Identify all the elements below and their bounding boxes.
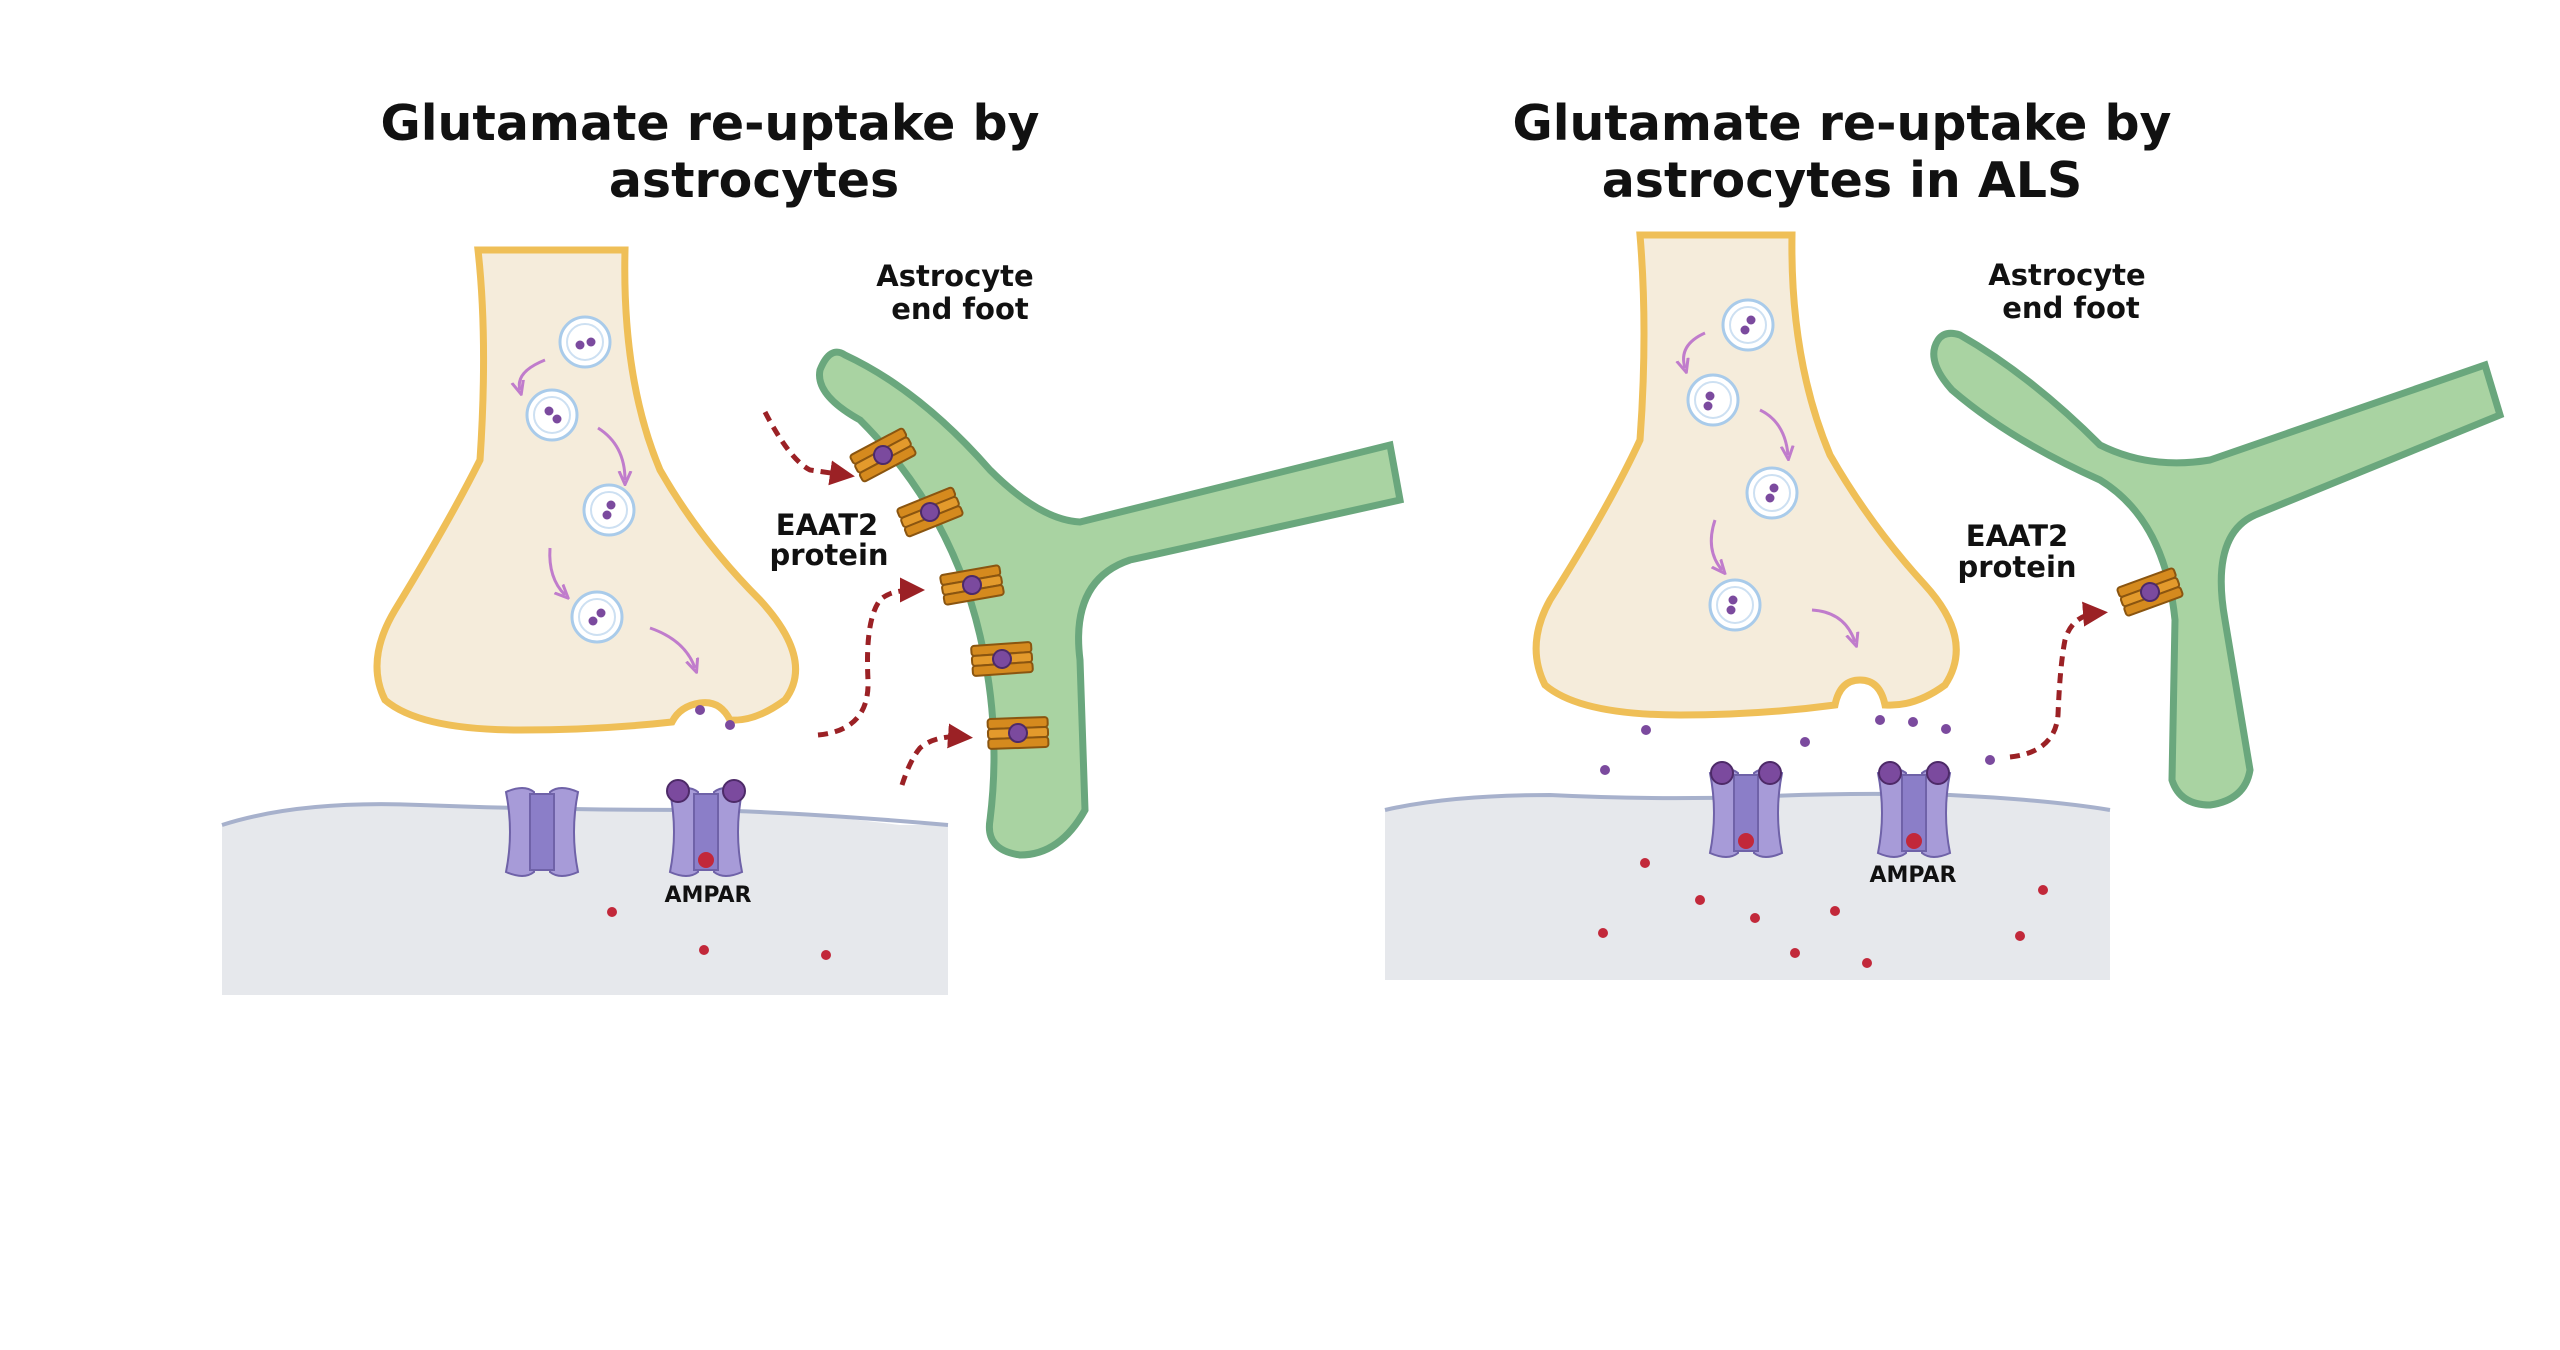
eaat2-transporter	[970, 640, 1034, 678]
astrocyte-label-line1: Astrocyte	[1988, 258, 2145, 292]
eaat2-label-line1: EAAT2	[776, 508, 878, 542]
synaptic-vesicle	[570, 590, 624, 644]
glutamate-molecule	[1875, 715, 1885, 725]
panel-title-line1: Glutamate re-uptake by	[1513, 95, 2172, 152]
cation	[2015, 931, 2025, 941]
vesicle-path-arrow	[597, 426, 625, 480]
eaat2-label-line2: protein	[1957, 550, 2076, 584]
astrocyte-end-foot	[816, 348, 1405, 859]
ampa-receptor-open	[666, 779, 746, 877]
panel-title-line2: astrocytes	[609, 152, 899, 209]
synaptic-vesicle	[1686, 373, 1740, 427]
vesicle-path-arrow	[519, 358, 546, 390]
vesicle-path-arrow	[649, 626, 695, 668]
eaat2-transporter	[986, 715, 1050, 751]
synaptic-vesicle	[582, 483, 636, 537]
cation	[1862, 958, 1872, 968]
synaptic-vesicle	[558, 315, 612, 369]
glutamate-molecule	[1600, 765, 1610, 775]
presynaptic-terminal	[373, 246, 800, 734]
glutamate-molecule	[1908, 717, 1918, 727]
cation	[1830, 906, 1840, 916]
vesicle-path-arrow	[1709, 519, 1722, 570]
ampa-receptor-open	[1709, 761, 1783, 858]
synaptic-vesicle	[1721, 298, 1775, 352]
ampa-receptor-closed	[505, 787, 579, 877]
synaptic-vesicle	[525, 388, 579, 442]
astrocyte-end-foot	[1930, 329, 2505, 809]
cation	[1790, 948, 1800, 958]
glutamate-uptake-arrow	[817, 577, 925, 738]
vesicle-path-arrow	[1811, 608, 1855, 642]
panel-title-line1: Glutamate re-uptake by	[381, 95, 1040, 152]
panel-als: Glutamate re-uptake by astrocytes in ALS…	[1384, 95, 2505, 980]
vesicle-path-arrow	[548, 547, 565, 595]
cation	[2038, 885, 2048, 895]
vesicle-path-arrow	[1684, 331, 1706, 368]
glutamate-uptake-arrow	[2009, 601, 2108, 760]
glutamate-uptake-arrow	[899, 723, 973, 786]
glutamate-molecule	[1800, 737, 1810, 747]
presynaptic-terminal	[1532, 231, 1960, 719]
cation	[607, 907, 617, 917]
synaptic-vesicle	[1745, 466, 1799, 520]
ampar-label: AMPAR	[665, 883, 752, 908]
cation	[1695, 895, 1705, 905]
glutamate-molecule	[1641, 725, 1651, 735]
astrocyte-label-line2: end foot	[891, 292, 1029, 326]
astrocyte-label-line1: Astrocyte	[876, 259, 1033, 293]
ampar-label: AMPAR	[1870, 863, 1957, 888]
glutamate-uptake-arrow	[762, 410, 855, 486]
cation	[1598, 928, 1608, 938]
eaat2-label-line2: protein	[769, 538, 888, 572]
ampa-receptor-open	[1877, 761, 1951, 858]
eaat2-label-line1: EAAT2	[1966, 519, 2068, 553]
glutamate-molecule	[725, 720, 735, 730]
cation	[1750, 913, 1760, 923]
postsynaptic-cell	[222, 804, 948, 995]
vesicle-path-arrow	[1759, 408, 1788, 455]
glutamate-molecule	[1941, 724, 1951, 734]
panel-normal: Glutamate re-uptake by astrocytes Astroc…	[221, 95, 1405, 995]
synaptic-vesicle	[1708, 578, 1762, 632]
panel-title-line2: astrocytes in ALS	[1602, 152, 2083, 209]
cation	[821, 950, 831, 960]
cation	[699, 945, 709, 955]
glutamate-molecule	[1985, 755, 1995, 765]
glutamate-molecule	[695, 705, 705, 715]
cation	[1640, 858, 1650, 868]
astrocyte-label-line2: end foot	[2002, 291, 2140, 325]
